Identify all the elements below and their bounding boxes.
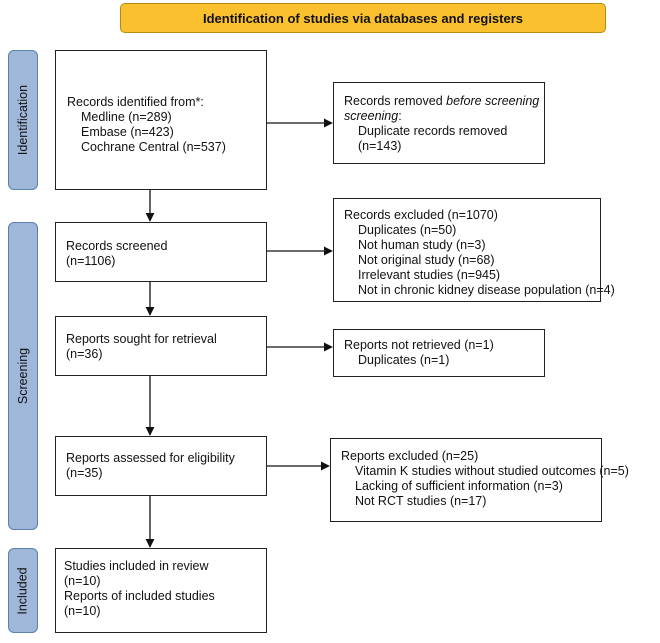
- reports-excluded-item: Lacking of sufficient information (n=3): [355, 479, 563, 493]
- records-excluded-box: Records excluded (n=1070) Duplicates (n=…: [333, 198, 615, 302]
- records-identified-box: Records identified from*: Medline (n=289…: [55, 50, 267, 190]
- reports-sought-box: Reports sought for retrieval (n=36): [55, 316, 267, 376]
- removed-duplicates: Duplicate records removed: [358, 124, 508, 138]
- excluded-item: Irrelevant studies (n=945): [358, 268, 501, 282]
- identified-cochrane: Cochrane Central (n=537): [81, 140, 226, 154]
- removed-title: Records removed before screening: [344, 94, 540, 108]
- sought-title: Reports sought for retrieval: [66, 332, 217, 346]
- assessed-count: (n=35): [66, 466, 103, 480]
- identified-medline: Medline (n=289): [81, 110, 172, 124]
- reports-excluded-title: Reports excluded (n=25): [341, 449, 479, 463]
- phase-screening: Screening: [8, 222, 38, 530]
- identified-embase: Embase (n=423): [81, 125, 174, 139]
- header-title: Identification of studies via databases …: [202, 10, 524, 26]
- reports-not-retrieved-box: Reports not retrieved (n=1) Duplicates (…: [333, 329, 545, 377]
- removed-count: (n=143): [358, 139, 402, 153]
- excluded-item: Not original study (n=68): [358, 253, 495, 267]
- sought-count: (n=36): [66, 347, 103, 361]
- phase-included: Included: [8, 548, 38, 633]
- records-screened-box: Records screened (n=1106): [55, 222, 267, 282]
- excluded-item: Duplicates (n=50): [358, 223, 457, 237]
- included-line: (n=10): [64, 574, 101, 588]
- studies-included-box: Studies included in review (n=10) Report…: [55, 548, 267, 633]
- identified-title: Records identified from*:: [67, 95, 204, 109]
- included-line: (n=10): [64, 604, 101, 618]
- assessed-title: Reports assessed for eligibility: [66, 451, 235, 465]
- excluded-item: Not human study (n=3): [358, 238, 486, 252]
- not-retrieved-title: Reports not retrieved (n=1): [344, 338, 494, 352]
- excluded-title: Records excluded (n=1070): [344, 208, 498, 222]
- screened-count: (n=1106): [66, 254, 116, 268]
- reports-excluded-item: Vitamin K studies without studied outcom…: [355, 464, 629, 478]
- not-retrieved-item: Duplicates (n=1): [358, 353, 450, 367]
- phase-identification: Identification: [8, 50, 38, 190]
- reports-assessed-box: Reports assessed for eligibility (n=35): [55, 436, 267, 496]
- screened-title: Records screened: [66, 239, 168, 253]
- diagram-header: Identification of studies via databases …: [120, 3, 606, 33]
- reports-excluded-box: Reports excluded (n=25) Vitamin K studie…: [330, 438, 629, 522]
- removed-title-end: screening:: [344, 109, 402, 123]
- included-line: Studies included in review: [64, 559, 209, 573]
- excluded-item: Not in chronic kidney disease population…: [358, 283, 615, 297]
- included-line: Reports of included studies: [64, 589, 215, 603]
- reports-excluded-item: Not RCT studies (n=17): [355, 494, 487, 508]
- records-removed-box: Records removed before screening screeni…: [333, 82, 545, 164]
